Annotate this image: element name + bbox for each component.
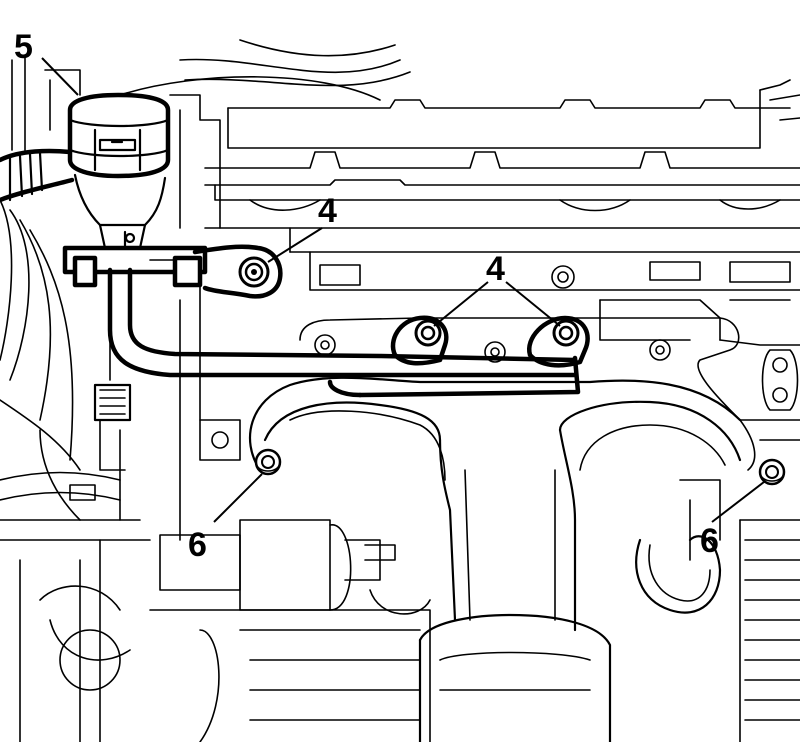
callout-5-label: 5 — [14, 28, 33, 66]
exhaust-manifold — [248, 317, 756, 742]
callout-6-right-label: 6 — [700, 522, 719, 560]
callout-4-flange-label: 4 — [486, 250, 505, 288]
callout-4-flange-leader-right — [505, 281, 561, 327]
engine-background — [0, 39, 800, 742]
nut-left — [254, 448, 282, 476]
egr-pipe — [62, 244, 590, 398]
callout-4-flange-leader-left — [433, 281, 489, 327]
callout-6-left-label: 6 — [188, 526, 207, 564]
callout-6-left-leader — [213, 473, 263, 523]
bolt-flange-right — [552, 319, 580, 347]
callout-6-right-leader — [711, 481, 765, 523]
egr-valve — [0, 92, 171, 422]
callouts: 5 4 4 6 6 — [14, 28, 765, 564]
nut-right — [758, 458, 786, 486]
callout-4-top-label: 4 — [318, 192, 337, 230]
bolt-flange-left — [414, 319, 442, 347]
callout-5-leader — [41, 57, 79, 96]
bolts — [238, 256, 786, 486]
bolt-bracket — [238, 256, 270, 288]
callout-4-top-leader — [267, 227, 323, 263]
